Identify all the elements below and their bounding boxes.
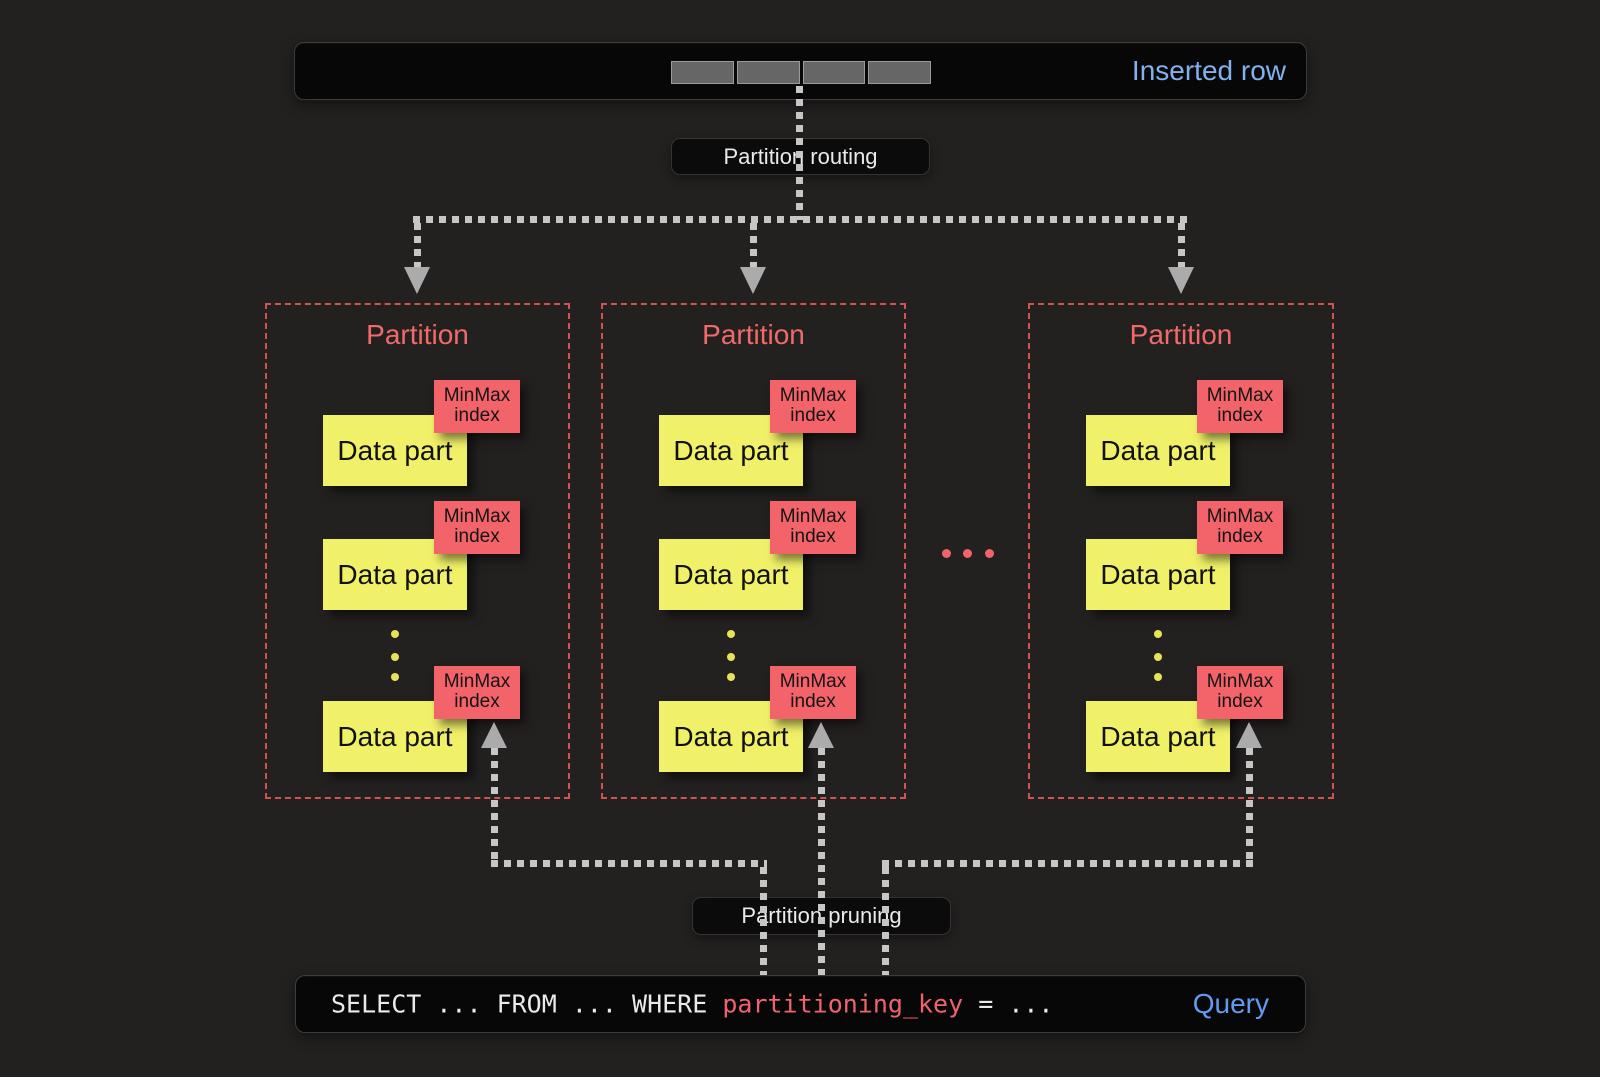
query-label: Query — [1192, 988, 1269, 1019]
pruning-connector-line — [882, 860, 1253, 867]
query-sql-partitioning-key: partitioning_key — [722, 989, 964, 1019]
arrow-up-icon — [1236, 722, 1262, 748]
routing-drop-line — [750, 223, 757, 267]
row-cell — [802, 61, 866, 84]
query-sql-prefix: SELECT ... FROM ... WHERE — [331, 989, 723, 1019]
pruning-drop-line — [760, 867, 767, 975]
arrow-down-icon — [740, 267, 766, 294]
inserted-row-label: Inserted row — [1131, 55, 1286, 86]
partition-box-3: Partition Data part MinMax index Data pa… — [1028, 303, 1334, 799]
pruning-arrow-line — [818, 748, 825, 975]
minmax-index-tag: MinMax index — [770, 666, 856, 719]
minmax-index-tag: MinMax index — [770, 380, 856, 433]
query-sql: SELECT ... FROM ... WHERE partitioning_k… — [331, 990, 1053, 1019]
arrow-down-icon — [404, 267, 430, 294]
data-part-box: Data part — [659, 701, 803, 772]
partition-box-1: Partition Data part MinMax index Data pa… — [265, 303, 570, 799]
inserted-row-box: Inserted row — [294, 42, 1307, 100]
arrow-down-icon — [1168, 267, 1194, 294]
pruning-arrow-line — [1246, 748, 1253, 867]
minmax-index-tag: MinMax index — [434, 380, 520, 433]
minmax-index-tag: MinMax index — [1197, 501, 1283, 554]
inserted-row-cells — [671, 61, 931, 84]
minmax-index-tag: MinMax index — [434, 666, 520, 719]
routing-drop-line — [1178, 223, 1185, 267]
distribution-line — [413, 216, 1188, 223]
arrow-up-icon — [481, 722, 507, 748]
data-part-box: Data part — [1086, 415, 1230, 486]
minmax-index-tag: MinMax index — [1197, 380, 1283, 433]
partition-box-2: Partition Data part MinMax index Data pa… — [601, 303, 906, 799]
row-cell — [868, 61, 931, 84]
routing-feed-line — [796, 86, 803, 220]
partition-title: Partition — [1129, 319, 1233, 350]
query-box: SELECT ... FROM ... WHERE partitioning_k… — [295, 975, 1306, 1033]
pruning-connector-line — [491, 860, 767, 867]
minmax-index-tag: MinMax index — [1197, 666, 1283, 719]
row-cell — [736, 61, 800, 84]
minmax-index-tag: MinMax index — [770, 501, 856, 554]
partition-title: Partition — [702, 319, 805, 350]
routing-drop-line — [414, 223, 421, 267]
pruning-drop-line — [882, 867, 889, 975]
minmax-index-tag: MinMax index — [434, 501, 520, 554]
arrow-up-icon — [808, 722, 834, 748]
partition-title: Partition — [366, 319, 469, 350]
query-sql-suffix: = ... — [963, 989, 1054, 1019]
row-cell — [671, 61, 734, 84]
pruning-arrow-line — [491, 748, 498, 867]
